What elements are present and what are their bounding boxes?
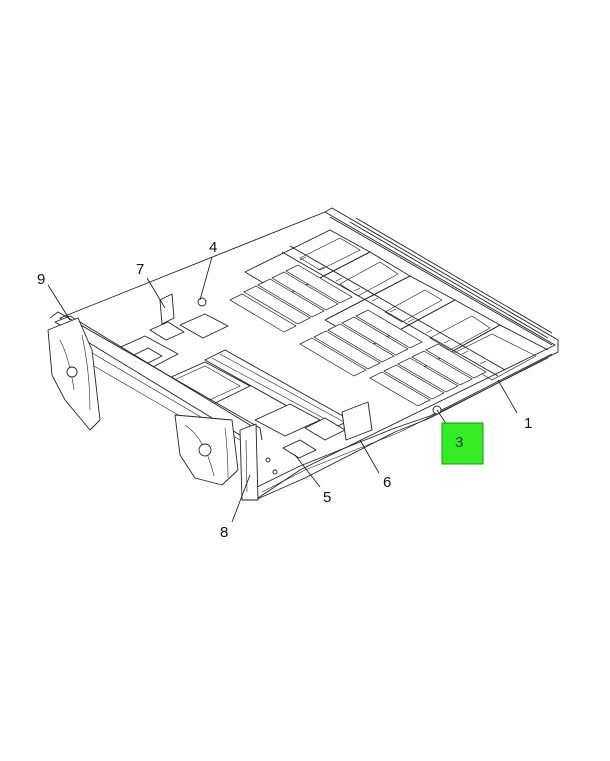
callout-5[interactable]: 5 <box>323 489 331 506</box>
floor-pan-assembly <box>47 207 559 501</box>
callout-6[interactable]: 6 <box>383 474 391 491</box>
callout-4[interactable]: 4 <box>209 239 217 256</box>
callout-7[interactable]: 7 <box>136 261 144 278</box>
callout-labels: 1 4 5 6 7 8 9 <box>37 239 532 541</box>
highlight-box[interactable] <box>441 422 484 465</box>
leader-lines <box>47 256 518 523</box>
callout-9[interactable]: 9 <box>37 271 45 288</box>
callout-8[interactable]: 8 <box>220 524 228 541</box>
callout-3[interactable]: 3 <box>455 434 463 451</box>
highlighted-callout-3[interactable]: 3 <box>441 422 484 465</box>
floor-ribs <box>229 264 487 407</box>
callout-1[interactable]: 1 <box>524 415 532 432</box>
